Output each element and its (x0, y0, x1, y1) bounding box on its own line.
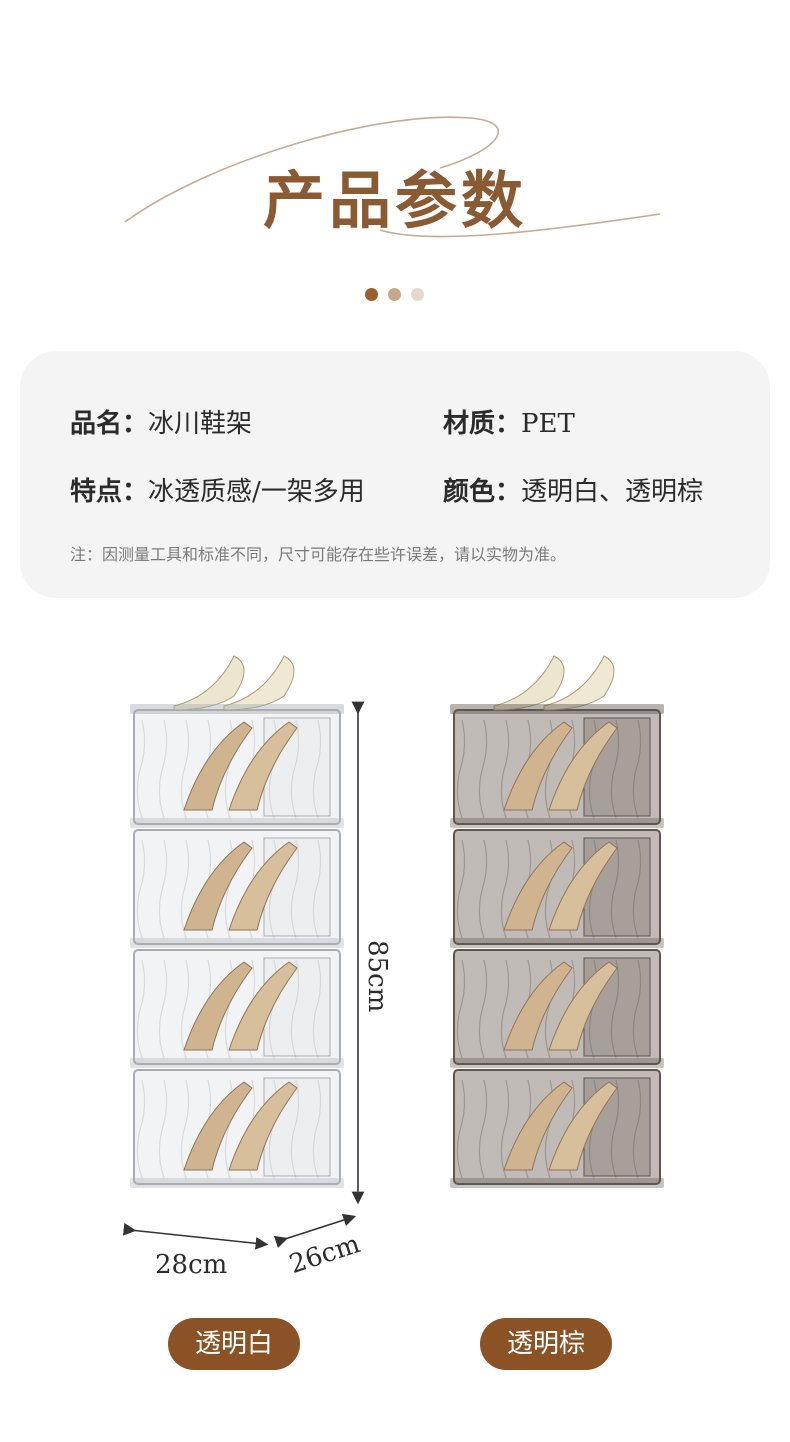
spec-feature: 特点：冰透质感/一架多用 (70, 471, 365, 508)
spec-feature-label: 特点： (70, 477, 149, 507)
pager-dot-active (365, 288, 378, 301)
spec-color-label: 颜色： (443, 477, 522, 507)
spec-name: 品名：冰川鞋架 (70, 403, 252, 440)
title-swash-decoration (124, 116, 661, 238)
dimension-arrows (122, 701, 365, 1250)
spec-name-value: 冰川鞋架 (148, 409, 253, 439)
variant-white-button[interactable]: 透明白 (168, 1318, 300, 1370)
spec-feature-value: 冰透质感/一架多用 (148, 477, 365, 507)
page-title: 产品参数 (262, 164, 527, 237)
depth-arrow (273, 1213, 357, 1249)
spec-name-label: 品名： (70, 409, 149, 439)
measurement-note: 注：因测量工具和标准不同，尺寸可能存在些许误差，请以实物为准。 (70, 545, 567, 564)
spec-material-label: 材质： (443, 409, 522, 439)
spec-material-value: PET (521, 409, 575, 439)
spec-card (20, 351, 770, 598)
spec-color-value: 透明白、透明棕 (521, 477, 704, 507)
shoe-rack-brown-image (450, 655, 664, 1188)
pager-dot (388, 288, 401, 301)
width-arrow (122, 1222, 269, 1250)
spec-material: 材质：PET (443, 403, 575, 440)
height-label: 85cm (362, 940, 392, 1013)
pager-dot (411, 288, 424, 301)
variant-brown-button[interactable]: 透明棕 (480, 1318, 612, 1370)
shoe-rack-white-image (130, 655, 344, 1188)
width-label: 28cm (155, 1250, 228, 1280)
spec-color: 颜色：透明白、透明棕 (443, 471, 703, 508)
